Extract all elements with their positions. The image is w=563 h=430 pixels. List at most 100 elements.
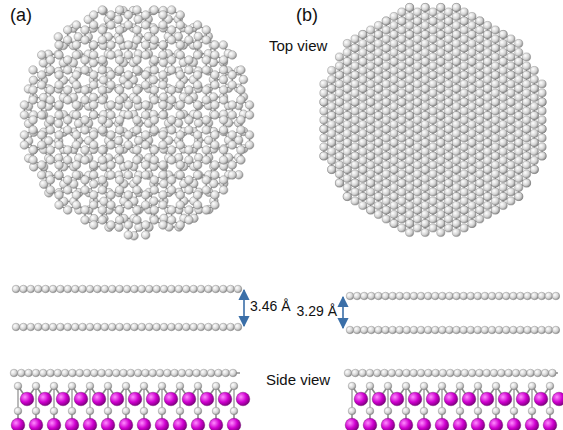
atom <box>63 186 72 195</box>
atom <box>133 146 142 155</box>
atom <box>89 201 98 210</box>
atom <box>141 201 150 210</box>
atom <box>228 171 237 180</box>
atom <box>185 126 194 135</box>
atom <box>133 206 142 215</box>
atom <box>159 41 168 50</box>
atom <box>133 66 142 75</box>
atom <box>159 21 168 30</box>
atom <box>219 75 228 84</box>
atom <box>98 96 107 105</box>
atom <box>211 71 220 80</box>
atom <box>219 96 228 105</box>
atom <box>133 176 142 185</box>
atom <box>228 131 237 140</box>
atom <box>150 6 159 15</box>
atom <box>20 111 29 120</box>
atom <box>202 36 211 45</box>
atom <box>46 176 55 185</box>
atom <box>89 81 98 90</box>
atom <box>193 161 202 170</box>
atom <box>20 101 29 110</box>
atom <box>37 101 46 110</box>
atom <box>98 86 107 95</box>
atom <box>159 201 168 210</box>
atom <box>54 50 63 59</box>
atom <box>72 51 81 60</box>
atom <box>193 201 202 210</box>
atom <box>107 11 116 20</box>
atom <box>107 81 116 90</box>
atom <box>37 51 46 60</box>
atom <box>167 26 176 35</box>
atom <box>219 156 228 165</box>
atom <box>219 186 228 195</box>
atom <box>72 131 81 140</box>
atom <box>98 206 107 215</box>
atom <box>167 56 176 65</box>
atom <box>81 156 90 165</box>
atom <box>193 141 202 150</box>
atom <box>185 146 194 155</box>
atom <box>141 81 150 90</box>
atom <box>237 96 246 105</box>
atom <box>160 179 169 188</box>
atom <box>54 119 63 128</box>
atom <box>107 191 116 200</box>
atom <box>133 86 142 95</box>
atom <box>159 161 168 170</box>
atom <box>193 81 202 90</box>
atom <box>141 21 150 30</box>
atom <box>98 116 107 125</box>
atom <box>237 116 246 125</box>
atom <box>37 81 46 90</box>
atom <box>115 156 124 165</box>
atom <box>63 66 72 75</box>
atom <box>133 156 142 165</box>
atom <box>81 186 90 195</box>
atom <box>107 141 116 150</box>
atom <box>211 161 220 170</box>
atom <box>159 51 168 60</box>
atom <box>219 86 228 95</box>
atom <box>193 191 202 200</box>
atom <box>237 66 246 75</box>
atom <box>176 71 185 80</box>
atom <box>167 186 176 195</box>
atom <box>159 101 168 110</box>
atom <box>46 156 55 165</box>
atom <box>89 191 98 200</box>
atom <box>107 161 116 170</box>
atom <box>89 221 98 230</box>
atom <box>150 146 159 155</box>
atom <box>202 116 211 125</box>
atom <box>149 76 158 85</box>
atom <box>193 21 202 30</box>
atom <box>63 156 72 165</box>
atom <box>219 66 228 75</box>
atom <box>115 176 124 185</box>
atom <box>150 86 159 95</box>
atom <box>193 111 202 120</box>
atom <box>159 111 168 120</box>
atom <box>239 75 248 84</box>
atom <box>176 161 185 170</box>
atom <box>46 56 55 65</box>
atom <box>167 156 176 165</box>
atom <box>167 206 176 215</box>
atom <box>133 126 142 135</box>
atom <box>46 146 55 155</box>
atom <box>114 136 123 145</box>
atom <box>124 141 133 150</box>
atom <box>211 101 220 110</box>
atom <box>167 86 176 95</box>
atom <box>159 191 168 200</box>
atom <box>81 116 90 125</box>
atom <box>81 176 90 185</box>
atom <box>124 201 133 210</box>
atom <box>37 141 46 150</box>
atom <box>176 11 185 20</box>
atom <box>81 56 90 65</box>
atom <box>124 161 133 170</box>
